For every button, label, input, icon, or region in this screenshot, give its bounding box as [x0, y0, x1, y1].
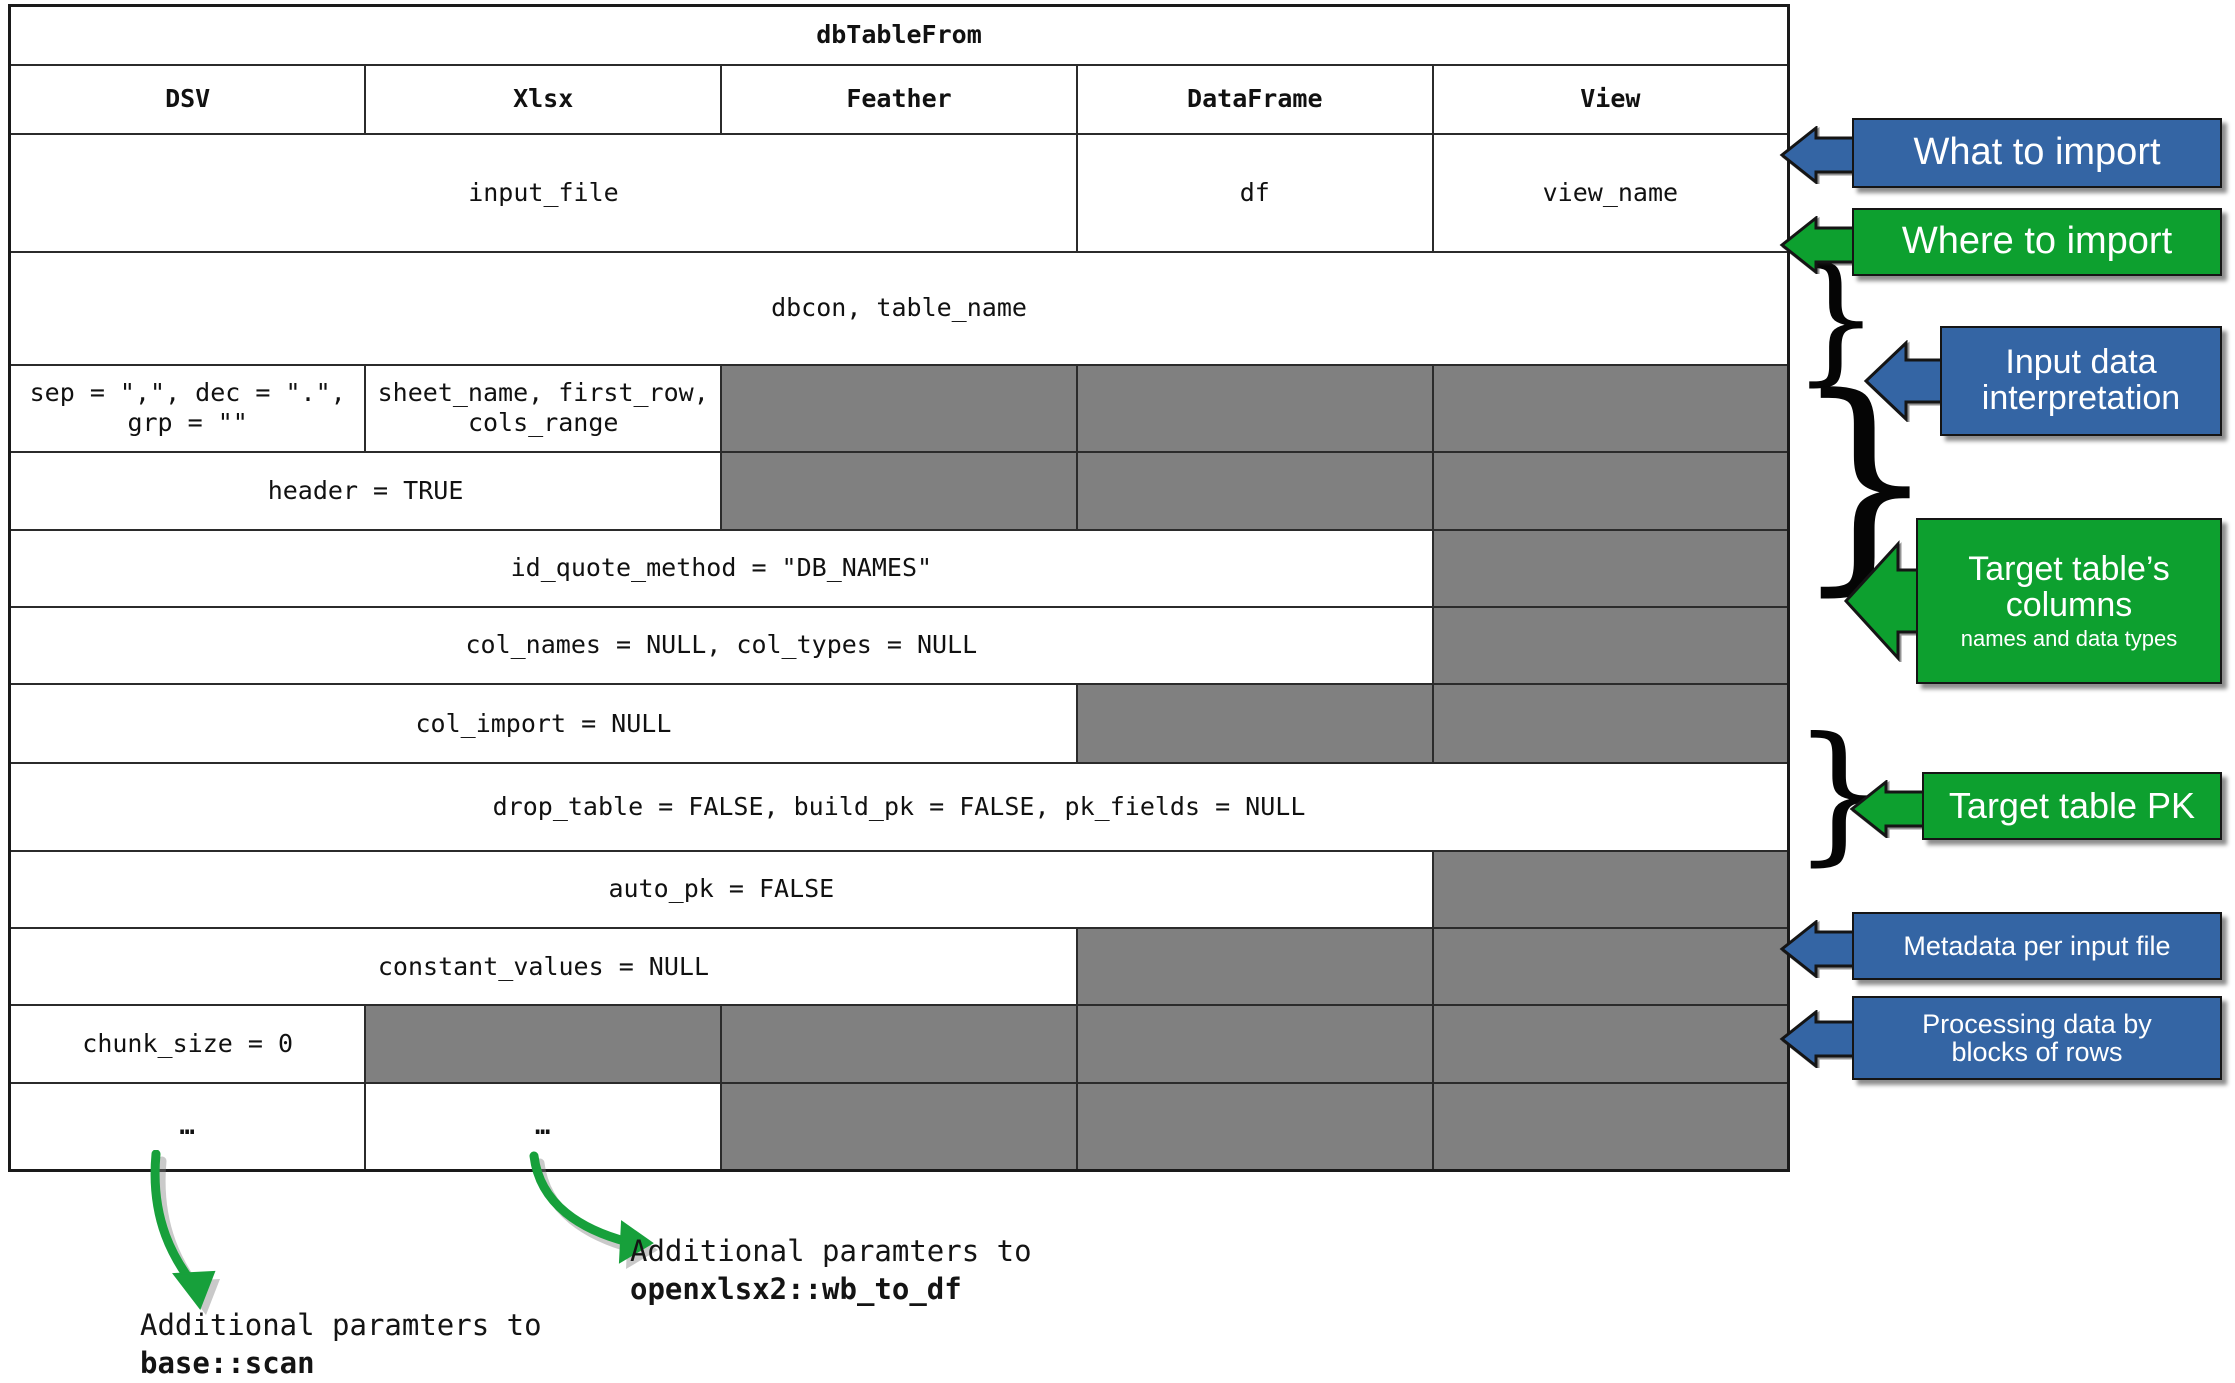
matrix-row-ellipsis-row: …… — [8, 1081, 1790, 1172]
callout-metadata-per-input-file[interactable]: Metadata per input file — [1852, 912, 2222, 980]
matrix-row-chunk-size: chunk_size = 0 — [8, 1004, 1790, 1084]
note-dsv-additional-params: Additional paramters to base::scan — [140, 1306, 542, 1383]
column-header-dataframe: DataFrame — [1075, 63, 1434, 135]
callout-target-table-columns[interactable]: Target table’s columns names and data ty… — [1916, 518, 2222, 684]
matrix-title-row: dbTableFrom — [8, 4, 1790, 66]
matrix-cell-unavailable — [720, 1081, 1078, 1172]
matrix-row-constant-values: constant_values = NULL — [8, 927, 1790, 1007]
matrix-cell-what-to-import: input_file — [8, 132, 1078, 254]
callout-label: Input data interpretation — [1981, 343, 2181, 417]
matrix-cell-unavailable — [720, 363, 1078, 454]
matrix-cell-unavailable — [1431, 1004, 1790, 1084]
callout-label: What to import — [1913, 131, 2161, 174]
callout-processing-blocks[interactable]: Processing data by blocks of rows — [1852, 996, 2222, 1080]
curved-arrow-to-xlsx-note — [529, 1151, 658, 1269]
callout-label: Metadata per input file — [1903, 930, 2171, 961]
matrix-cell-chunk-size: chunk_size = 0 — [8, 1004, 367, 1084]
matrix-row-drop-table-build-pk: drop_table = FALSE, build_pk = FALSE, pk… — [8, 762, 1790, 852]
matrix-cell-unavailable — [1075, 683, 1434, 765]
callout-label: Processing data by blocks of rows — [1922, 1008, 2152, 1067]
matrix-cell-unavailable — [1075, 1081, 1434, 1172]
matrix-cell-unavailable — [1075, 927, 1434, 1007]
matrix-cell-auto-pk: auto_pk = FALSE — [8, 849, 1434, 930]
matrix-cell-what-to-import: df — [1075, 132, 1434, 254]
column-header-dsv: DSV — [8, 63, 367, 135]
callout-what-to-import[interactable]: What to import — [1852, 118, 2222, 188]
note-line-2: base::scan — [140, 1346, 315, 1381]
matrix-cell-unavailable — [1075, 363, 1434, 454]
matrix-row-header-row: header = TRUE — [8, 451, 1790, 531]
curved-arrow-to-dsv-note — [150, 1150, 220, 1315]
matrix-cell-constant-values: constant_values = NULL — [8, 927, 1078, 1007]
matrix-cell-dsv-xlsx-options: sep = ",", dec = ".", grp = "" — [8, 363, 367, 454]
matrix-row-col-names-types: col_names = NULL, col_types = NULL — [8, 605, 1790, 686]
callout-label: Target table PK — [1948, 785, 2196, 827]
matrix-row-auto-pk: auto_pk = FALSE — [8, 849, 1790, 930]
callout-where-to-import[interactable]: Where to import — [1852, 208, 2222, 276]
matrix-cell-col-import: col_import = NULL — [8, 683, 1078, 765]
matrix-cell-unavailable — [1431, 605, 1790, 686]
matrix-row-col-import: col_import = NULL — [8, 683, 1790, 765]
matrix-cell-dsv-xlsx-options: sheet_name, first_row, cols_range — [364, 363, 723, 454]
matrix-cell-unavailable — [1431, 451, 1790, 531]
callout-label: Target table’s columns — [1968, 550, 2170, 624]
matrix-cell-where-to-import: dbcon, table_name — [8, 251, 1790, 366]
matrix-cell-unavailable — [1431, 363, 1790, 454]
callout-sublabel: names and data types — [1960, 625, 2178, 651]
callout-label: Where to import — [1901, 220, 2173, 263]
matrix-cell-unavailable — [720, 451, 1078, 531]
note-line-2: openxlsx2::wb_to_df — [630, 1272, 962, 1307]
matrix-cell-what-to-import: view_name — [1431, 132, 1790, 254]
matrix-cell-ellipsis-row: … — [8, 1081, 367, 1172]
brace-target-table-columns: } — [1792, 349, 1939, 616]
note-line-1: Additional paramters to — [140, 1308, 542, 1342]
matrix-cell-unavailable — [1075, 451, 1434, 531]
matrix-cell-unavailable — [1431, 927, 1790, 1007]
matrix-cell-unavailable — [720, 1004, 1078, 1084]
matrix-cell-id-quote-method: id_quote_method = "DB_NAMES" — [8, 528, 1434, 608]
note-xlsx-additional-params: Additional paramters to openxlsx2::wb_to… — [630, 1232, 1032, 1309]
matrix-cell-unavailable — [364, 1004, 723, 1084]
column-header-feather: Feather — [720, 63, 1078, 135]
matrix-row-dsv-xlsx-options: sep = ",", dec = ".", grp = ""sheet_name… — [8, 363, 1790, 454]
matrix-cell-unavailable — [1431, 528, 1790, 608]
matrix-cell-unavailable — [1431, 683, 1790, 765]
matrix-cell-unavailable — [1075, 1004, 1434, 1084]
column-header-view: View — [1431, 63, 1790, 135]
matrix-cell-unavailable — [1431, 849, 1790, 930]
table-title: dbTableFrom — [8, 4, 1790, 66]
matrix-cell-col-names-types: col_names = NULL, col_types = NULL — [8, 605, 1434, 686]
matrix-row-where-to-import: dbcon, table_name — [8, 251, 1790, 366]
column-header-xlsx: Xlsx — [364, 63, 723, 135]
matrix-cell-ellipsis-row: … — [364, 1081, 723, 1172]
matrix-row-id-quote-method: id_quote_method = "DB_NAMES" — [8, 528, 1790, 608]
note-line-1: Additional paramters to — [630, 1234, 1032, 1268]
callout-input-data-interpretation[interactable]: Input data interpretation — [1940, 326, 2222, 436]
matrix-cell-header-row: header = TRUE — [8, 451, 723, 531]
matrix-cell-unavailable — [1431, 1081, 1790, 1172]
callout-target-table-pk[interactable]: Target table PK — [1922, 772, 2222, 840]
matrix-cell-drop-table-build-pk: drop_table = FALSE, build_pk = FALSE, pk… — [8, 762, 1790, 852]
